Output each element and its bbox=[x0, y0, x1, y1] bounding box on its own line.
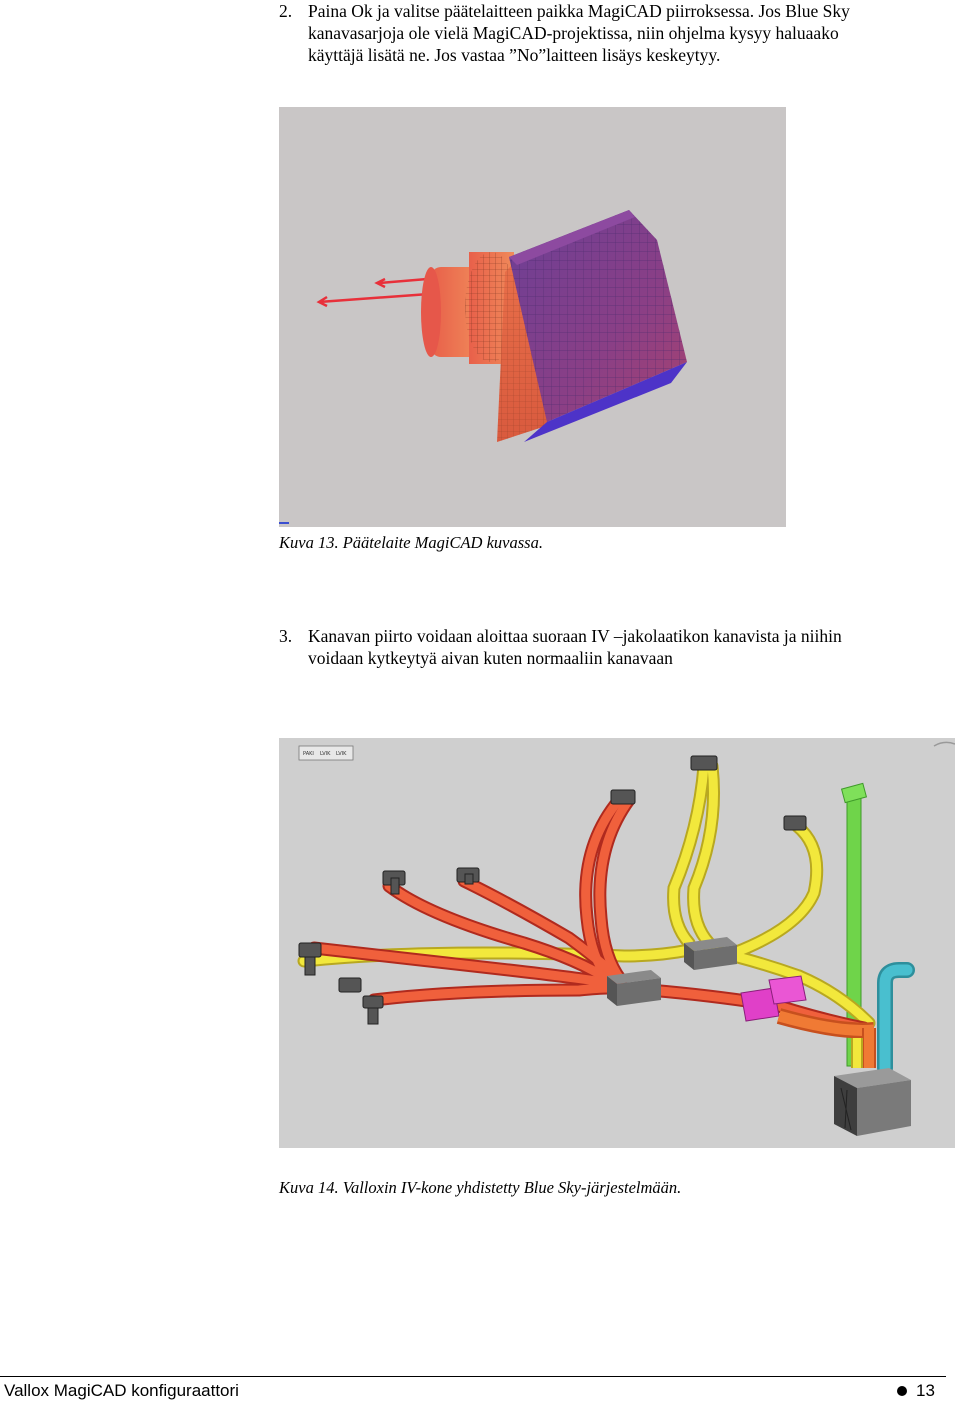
terminal-device bbox=[338, 977, 362, 993]
terminal-device-illustration bbox=[279, 210, 687, 524]
toolbar-label-1: PAKI bbox=[303, 751, 314, 757]
step-2-number: 2. bbox=[279, 1, 293, 21]
step-2-line-3: käyttäjä lisätä ne. Jos vastaa ”No”laitt… bbox=[308, 45, 721, 65]
terminal-device bbox=[362, 995, 384, 1009]
step-2-line-2: kanavasarjoja ole vielä MagiCAD-projekti… bbox=[308, 23, 839, 43]
view-cube-icon bbox=[933, 741, 955, 747]
axis-marker bbox=[279, 522, 289, 524]
diffuser-body bbox=[509, 210, 687, 442]
front-plate bbox=[497, 252, 549, 442]
figure-13-caption: Kuva 13. Päätelaite MagiCAD kuvassa. bbox=[279, 533, 543, 552]
junction-box-lower bbox=[607, 970, 661, 1006]
cad-toolbar: PAKI LVIK LVIK bbox=[298, 745, 354, 761]
terminal-device-stem bbox=[304, 956, 316, 976]
outdoor-duct bbox=[877, 962, 915, 1076]
toolbar-label-3: LVIK bbox=[336, 751, 347, 757]
terminal-device bbox=[690, 755, 718, 771]
toolbar-label-2: LVIK bbox=[320, 751, 331, 757]
step-3-line-2: voidaan kytkeytyä aivan kuten normaaliin… bbox=[308, 648, 673, 668]
junction-box-upper bbox=[684, 937, 737, 970]
terminal-devices bbox=[298, 755, 807, 1025]
terminal-device bbox=[298, 942, 322, 958]
ventilation-unit bbox=[834, 1068, 911, 1136]
bullet-icon bbox=[897, 1386, 907, 1396]
figure-13-terminal-device-render bbox=[279, 107, 786, 527]
extract-ducts bbox=[307, 793, 871, 1035]
footer-divider bbox=[0, 1376, 946, 1377]
page-number: 13 bbox=[916, 1381, 935, 1400]
terminal-device bbox=[783, 815, 807, 831]
step-2-line-1: Paina Ok ja valitse päätelaitteen paikka… bbox=[308, 1, 850, 21]
figure-14-ventilation-system-render: PAKI LVIK LVIK bbox=[279, 738, 955, 1148]
terminal-device-stem bbox=[367, 1007, 379, 1025]
unit-connections bbox=[776, 1008, 876, 1068]
terminal-device-stem bbox=[390, 877, 400, 895]
figure-14-caption: Kuva 14. Valloxin IV-kone yhdistetty Blu… bbox=[279, 1178, 682, 1197]
step-3-line-1: Kanavan piirto voidaan aloittaa suoraan … bbox=[308, 626, 842, 646]
footer-title: Vallox MagiCAD konfiguraattori bbox=[4, 1381, 239, 1400]
terminal-device-stem bbox=[464, 873, 474, 885]
step-3-number: 3. bbox=[279, 626, 293, 646]
ventilation-system-illustration: PAKI LVIK LVIK bbox=[297, 741, 955, 1136]
terminal-device bbox=[610, 789, 636, 805]
